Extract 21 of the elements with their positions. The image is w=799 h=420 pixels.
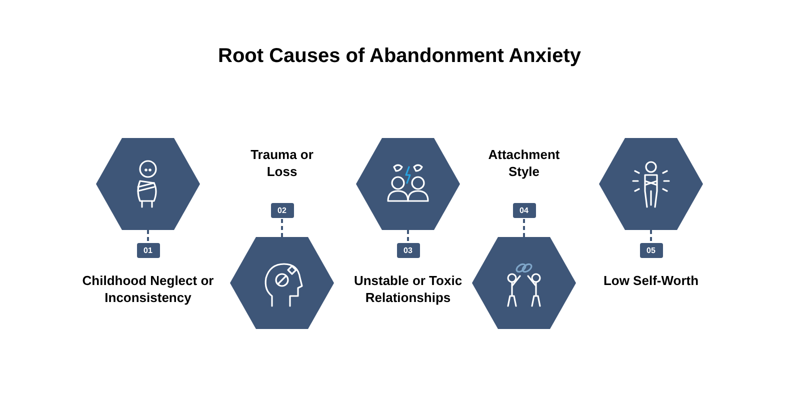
hexagon-shape: [599, 138, 703, 230]
number-badge: 03: [396, 243, 420, 258]
cause-label: Low Self-Worth: [603, 272, 699, 289]
cause-label: Trauma or Loss: [250, 146, 314, 180]
hexagon-shape: [230, 237, 334, 329]
cause-label: Attachment Style: [487, 146, 561, 180]
dashed-connector: [407, 230, 409, 243]
diagram-title: Root Causes of Abandonment Anxiety: [217, 44, 582, 69]
cause-label: Unstable or Toxic Relationships: [352, 272, 464, 306]
dashed-connector: [650, 230, 652, 243]
dashed-connector: [523, 218, 525, 237]
number-badge: 01: [136, 243, 160, 258]
hexagon-shape: [356, 138, 460, 230]
cause-label: Childhood Neglect or Inconsistency: [81, 272, 215, 306]
number-badge: 04: [512, 203, 536, 218]
dashed-connector: [281, 218, 283, 237]
hexagon-shape: [472, 237, 576, 329]
hexagon-shape: [96, 138, 200, 230]
number-badge: 02: [270, 203, 294, 218]
number-badge: 05: [640, 243, 662, 258]
dashed-connector: [147, 230, 149, 243]
